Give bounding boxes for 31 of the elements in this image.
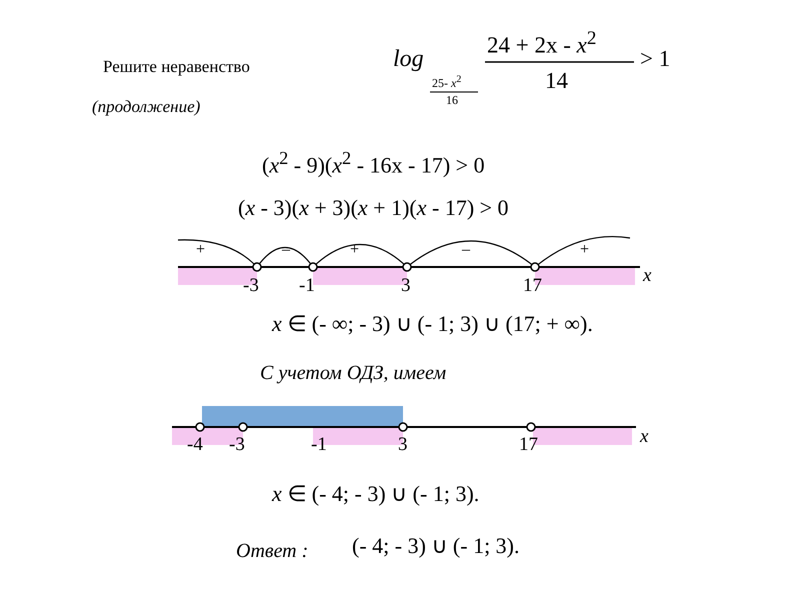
tick-label: -1: [299, 276, 315, 297]
math-expression: x ∈ (- ∞; - 3) ∪ (- 1; 3) ∪ (17; + ∞).: [272, 312, 593, 336]
sign-label: –: [462, 241, 470, 259]
note: (продолжение): [92, 98, 200, 117]
tick-label: 17: [519, 435, 538, 456]
tick-label: -3: [243, 276, 259, 297]
tick-label: 17: [523, 276, 542, 297]
tick-label: 3: [398, 435, 408, 456]
math-expression: (- 4; - 3) ∪ (- 1; 3).: [352, 534, 520, 558]
answer-label: Ответ :: [236, 540, 308, 562]
math-expression: 25- x$^{2}$: [432, 74, 462, 90]
math-expression: log: [393, 46, 424, 72]
tick-label: -3: [229, 435, 245, 456]
math-expression: (x$^{2}$ - 9)(x$^{2}$ - 16x - 17) > 0: [262, 148, 485, 178]
math-expression: (x - 3)(x + 3)(x + 1)(x - 17) > 0: [238, 196, 509, 220]
note: С учетом ОДЗ, имеем: [260, 362, 446, 384]
tick-label: -4: [187, 435, 203, 456]
math-expression: 24 + 2x - x$^{2}$: [487, 28, 596, 58]
axis-label: x: [643, 266, 652, 287]
sign-label: +: [580, 241, 590, 259]
axis-label: x: [640, 427, 648, 448]
math-expression: 16: [446, 94, 458, 108]
math-expression: x ∈ (- 4; - 3) ∪ (- 1; 3).: [272, 482, 480, 506]
sign-label: +: [196, 241, 206, 259]
math-expression: > 1: [640, 46, 670, 72]
tick-label: -1: [311, 435, 327, 456]
tick-label: 3: [401, 276, 410, 297]
sign-label: +: [350, 241, 360, 259]
math-expression: 14: [545, 68, 568, 94]
sign-label: –: [282, 241, 290, 259]
heading: Решите неравенство: [103, 58, 250, 77]
